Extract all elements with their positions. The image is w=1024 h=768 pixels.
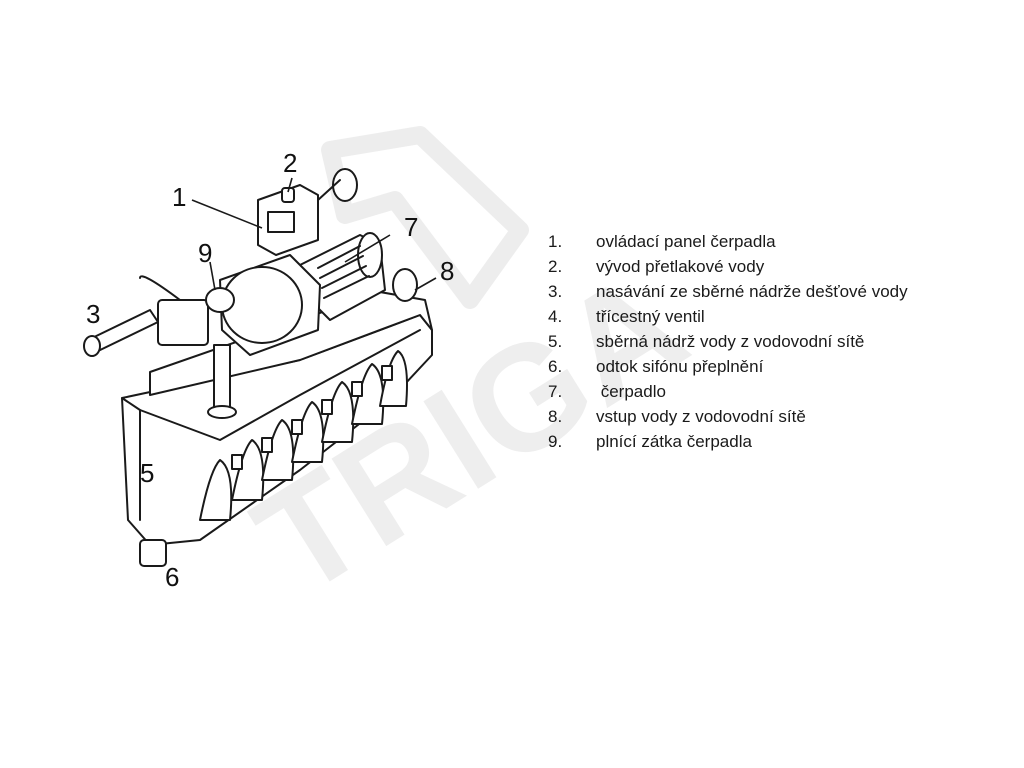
panel-display (267, 211, 295, 233)
valve-hose (139, 275, 181, 301)
legend-item-number: 4. (548, 306, 563, 326)
callout-2: 2 (283, 148, 297, 178)
callout-8: 8 (440, 256, 454, 286)
legend-item-number: 6. (548, 356, 563, 376)
legend-item: 6. odtok sifónu přeplnění (548, 354, 1008, 379)
callout-7: 7 (404, 212, 418, 242)
legend-item-text: plnící zátka čerpadla (596, 431, 752, 451)
callout-3: 3 (86, 299, 100, 329)
callout-5: 5 (140, 458, 154, 488)
callout-9: 9 (198, 238, 212, 268)
legend-item: 3. nasávání ze sběrné nádrže dešťové vody (548, 279, 1008, 304)
hose-end (83, 335, 101, 357)
outlet-pipe (332, 168, 358, 202)
motor-fins (317, 245, 370, 299)
legend-item: 2. vývod přetlakové vody (548, 254, 1008, 279)
three-way-valve (157, 299, 209, 346)
legend-item-text: odtok sifónu přeplnění (596, 356, 764, 376)
tank-ribs (199, 350, 408, 521)
callout-labels: 1 2 3 4 5 6 7 8 9 (86, 148, 454, 592)
callout-1: 1 (172, 182, 186, 212)
legend-item-text: sběrná nádrž vody z vodovodní sítě (596, 331, 865, 351)
legend-item-number: 7. (548, 381, 563, 401)
legend-item-text: nasávání ze sběrné nádrže dešťové vody (596, 281, 908, 301)
overflow-siphon (139, 539, 167, 567)
legend-item-number: 9. (548, 431, 563, 451)
legend-item: 7. čerpadlo (548, 379, 1008, 404)
legend-item-text: ovládací panel čerpadla (596, 231, 776, 251)
legend-item-text: třícestný ventil (596, 306, 705, 326)
legend-item: 5. sběrná nádrž vody z vodovodní sítě (548, 329, 1008, 354)
leader-lines (191, 177, 437, 291)
pump-volute (221, 266, 303, 344)
pump-unit-drawing (83, 168, 433, 567)
tank-top (121, 329, 421, 441)
pressure-outlet (281, 187, 295, 203)
legend-item: 9. plnící zátka čerpadla (548, 429, 1008, 454)
legend: 1. ovládací panel čerpadla 2. vývod přetlak… (548, 229, 1008, 454)
legend-item-text: čerpadlo (596, 381, 666, 401)
legend-item-text: vstup vody z vodovodní sítě (596, 406, 806, 426)
filling-plug (205, 287, 235, 313)
motor-end (357, 232, 383, 278)
legend-item-number: 3. (548, 281, 563, 301)
callout-6: 6 (165, 562, 179, 592)
legend-item-number: 1. (548, 231, 563, 251)
pipe-base (207, 405, 237, 419)
legend-item-text: vývod přetlakové vody (596, 256, 765, 276)
riser-pipe (213, 344, 231, 414)
legend-item: 4. třícestný ventil (548, 304, 1008, 329)
legend-item-number: 2. (548, 256, 563, 276)
legend-item: 1. ovládací panel čerpadla (548, 229, 1008, 254)
water-inlet (392, 268, 418, 302)
legend-item: 8. vstup vody z vodovodní sítě (548, 404, 1008, 429)
legend-item-number: 5. (548, 331, 563, 351)
legend-item-number: 8. (548, 406, 563, 426)
